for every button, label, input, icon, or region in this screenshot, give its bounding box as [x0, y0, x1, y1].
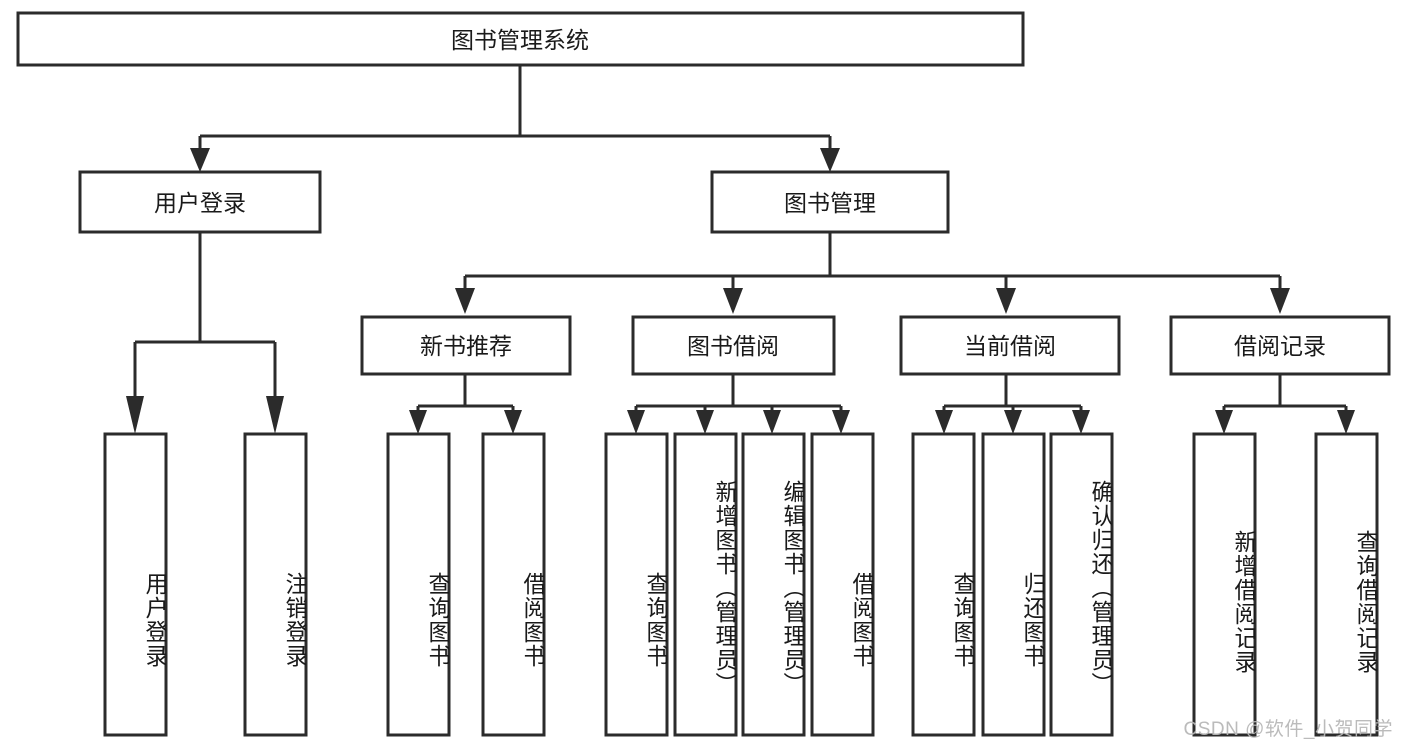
node-book-management-label: 图书管理 — [784, 190, 876, 216]
arrow-head-bookborrow-leaf3 — [763, 410, 781, 434]
edges-currentborrow-to-leaves — [935, 374, 1090, 434]
leaf-box-new-book-1[interactable] — [386, 432, 451, 737]
node-root-box[interactable] — [16, 11, 1025, 67]
edges-newbook-to-leaves — [409, 374, 522, 434]
node-current-borrow-label: 当前借阅 — [964, 333, 1056, 359]
leaf-boxes-current-borrow — [911, 432, 1114, 737]
node-book-management-box[interactable] — [710, 170, 950, 234]
arrow-head-new-book — [455, 288, 475, 314]
node-user-login[interactable]: 用户登录 — [78, 170, 322, 234]
node-borrow-record-box[interactable] — [1169, 315, 1391, 376]
arrow-head-bookborrow-leaf1 — [627, 410, 645, 434]
node-new-book-recommend-label: 新书推荐 — [420, 333, 512, 359]
leaf-box-user-login-2[interactable] — [243, 432, 308, 737]
edges-bookmgmt-to-level3 — [455, 232, 1290, 314]
edges-borrowrecord-to-leaves — [1215, 374, 1355, 434]
arrow-head-currentborrow-leaf1 — [935, 410, 953, 434]
leaf-box-new-book-2[interactable] — [481, 432, 546, 737]
leaf-box-borrow-record-2[interactable] — [1314, 432, 1379, 737]
arrow-head-book-mgmt — [820, 148, 840, 172]
leaf-box-current-borrow-3[interactable] — [1049, 432, 1114, 737]
edges-bookborrow-to-leaves — [627, 374, 850, 434]
node-new-book-recommend[interactable]: 新书推荐 — [360, 315, 572, 376]
arrow-head-bookborrow-leaf2 — [696, 410, 714, 434]
node-user-login-label: 用户登录 — [154, 190, 246, 216]
arrow-head-userlogin-leaf1 — [126, 396, 144, 434]
edges-userlogin-to-leaves — [126, 232, 284, 434]
leaf-box-current-borrow-2[interactable] — [981, 432, 1046, 737]
arrow-head-currentborrow-leaf2 — [1004, 410, 1022, 434]
node-book-borrow[interactable]: 图书借阅 — [631, 315, 836, 376]
arrow-head-newbook-leaf2 — [504, 410, 522, 434]
arrow-head-currentborrow-leaf3 — [1072, 410, 1090, 434]
arrow-head-current-borrow — [996, 288, 1016, 314]
arrow-head-borrowrecord-leaf2 — [1337, 410, 1355, 434]
node-current-borrow-box[interactable] — [899, 315, 1121, 376]
node-new-book-recommend-box[interactable] — [360, 315, 572, 376]
leaf-box-borrow-record-1[interactable] — [1192, 432, 1257, 737]
leaf-box-current-borrow-1[interactable] — [911, 432, 976, 737]
leaf-box-book-borrow-3[interactable] — [741, 432, 806, 737]
node-book-management[interactable]: 图书管理 — [710, 170, 950, 234]
leaf-box-book-borrow-1[interactable] — [604, 432, 669, 737]
leaf-box-user-login-1[interactable] — [103, 432, 168, 737]
arrow-head-borrow-record — [1270, 288, 1290, 314]
edges-root-to-level2 — [190, 65, 840, 172]
csdn-watermark: CSDN @软件_小贺同学 — [1183, 719, 1393, 740]
node-borrow-record[interactable]: 借阅记录 — [1169, 315, 1391, 376]
arrow-head-bookborrow-leaf4 — [832, 410, 850, 434]
node-root[interactable]: 图书管理系统 — [16, 11, 1025, 67]
arrow-head-userlogin-leaf2 — [266, 396, 284, 434]
leaf-boxes-user-login — [103, 432, 308, 737]
arrow-head-book-borrow — [723, 288, 743, 314]
arrow-head-borrowrecord-leaf1 — [1215, 410, 1233, 434]
node-root-label: 图书管理系统 — [451, 27, 589, 53]
node-current-borrow[interactable]: 当前借阅 — [899, 315, 1121, 376]
node-book-borrow-box[interactable] — [631, 315, 836, 376]
node-book-borrow-label: 图书借阅 — [687, 333, 779, 359]
leaf-boxes-book-borrow — [604, 432, 875, 737]
leaf-box-book-borrow-2[interactable] — [673, 432, 738, 737]
node-borrow-record-label: 借阅记录 — [1234, 333, 1326, 359]
leaf-boxes-new-book-recommend — [386, 432, 546, 737]
arrow-head-newbook-leaf1 — [409, 410, 427, 434]
node-user-login-box[interactable] — [78, 170, 322, 234]
arrow-head-user-login — [190, 148, 210, 172]
leaf-box-book-borrow-4[interactable] — [810, 432, 875, 737]
leaf-boxes-borrow-record — [1192, 432, 1379, 737]
